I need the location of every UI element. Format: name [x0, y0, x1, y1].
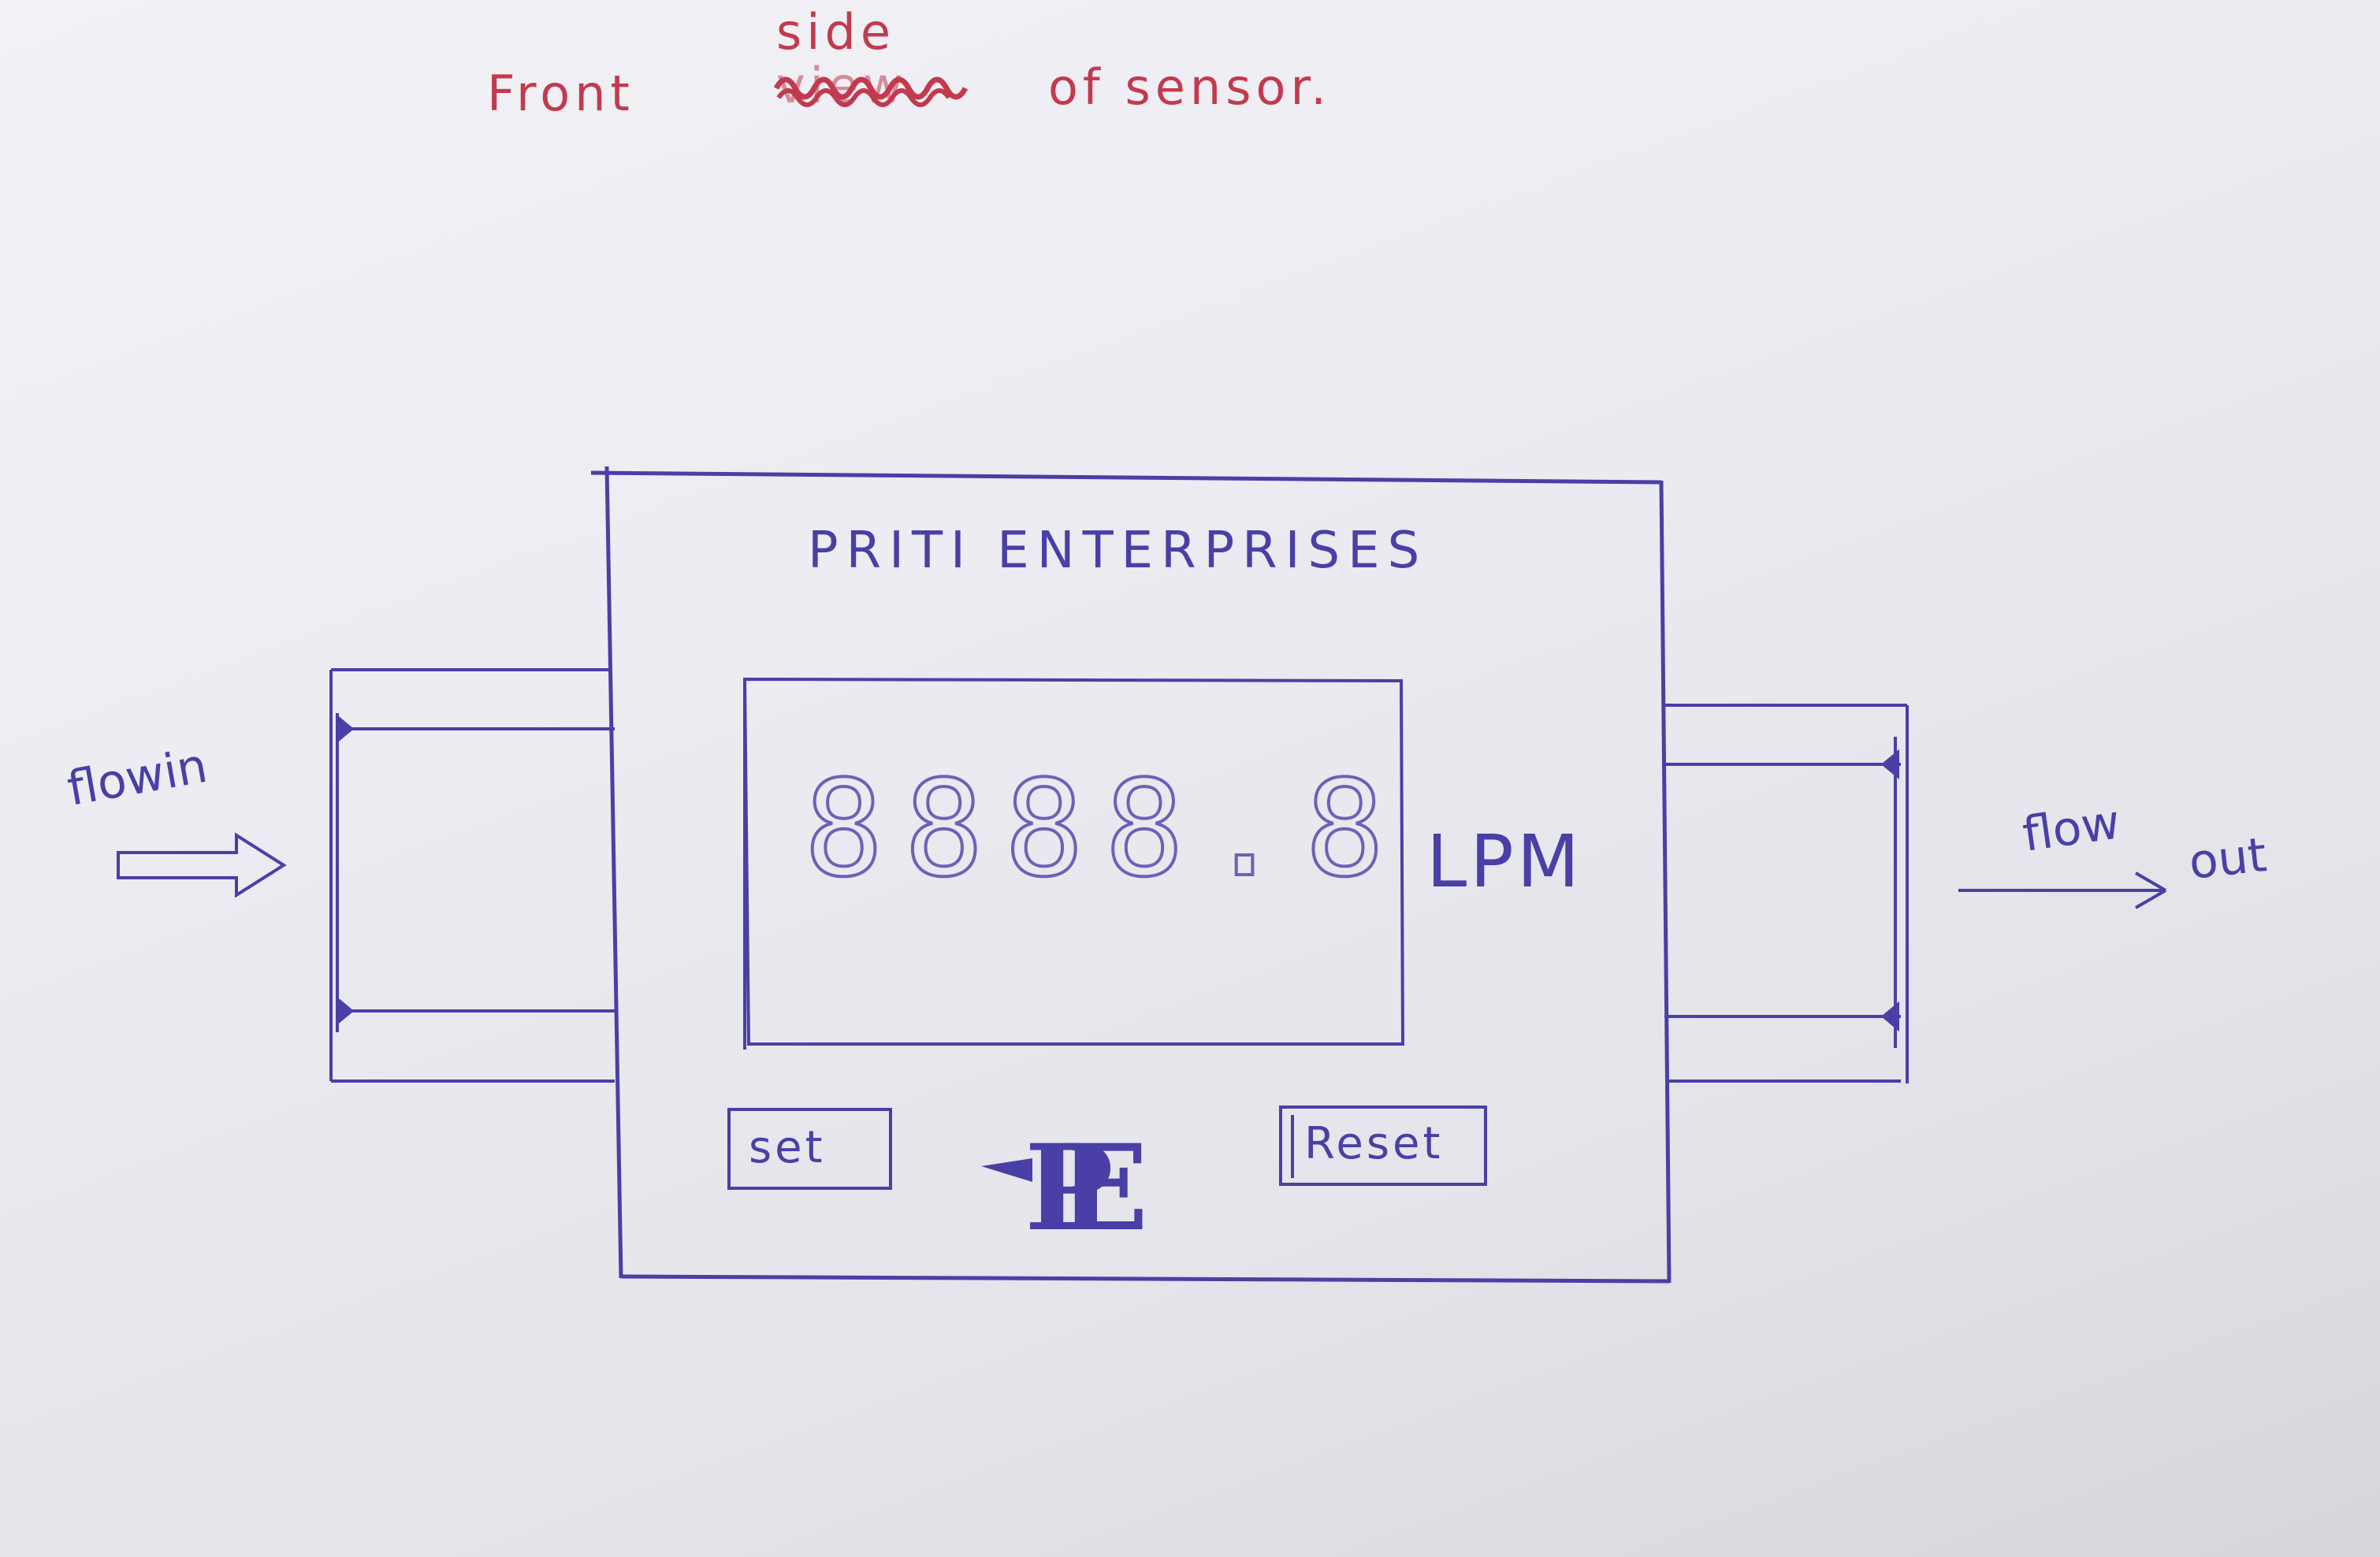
display-reading: 8888.8: [804, 752, 1405, 906]
flow-in: flowin: [63, 738, 284, 895]
flow-in-label: flowin: [63, 738, 211, 817]
unit-label: LPM: [1426, 819, 1582, 904]
title-front: Front: [487, 65, 634, 122]
inlet-pipe: [331, 670, 616, 1081]
scribbled-word: view: [776, 57, 965, 114]
pe-logo-flourish: [981, 1158, 1032, 1182]
flow-out-label-1: flow: [2019, 794, 2123, 863]
inlet-flange-tick-top: [337, 717, 351, 741]
title-rest: of sensor.: [1048, 58, 1331, 116]
set-button-label: set: [749, 1122, 826, 1173]
flow-out-arrow-icon: [1958, 873, 2166, 908]
pe-logo: PE: [981, 1119, 1143, 1258]
pe-logo-letters: PE: [1025, 1119, 1143, 1258]
brand-name: PRITI ENTERPRISES: [808, 522, 1427, 580]
outlet-flange-tick-bottom: [1884, 1005, 1898, 1028]
sketch-title: Front view side of sensor.: [487, 3, 1331, 122]
outlet-pipe: [1664, 705, 1907, 1083]
set-button[interactable]: set: [729, 1109, 891, 1188]
outlet-flange-tick-top: [1884, 752, 1898, 776]
inlet-flange-tick-bottom: [337, 999, 351, 1023]
flow-out-label-2: out: [2186, 827, 2269, 890]
display-digits: 8888.8: [804, 752, 1405, 906]
flow-in-arrow-icon: [118, 835, 284, 895]
title-correction: side: [776, 3, 895, 61]
flow-out: flow out: [1958, 794, 2269, 908]
reset-button-label: Reset: [1304, 1118, 1443, 1169]
reset-button[interactable]: Reset: [1281, 1107, 1486, 1184]
